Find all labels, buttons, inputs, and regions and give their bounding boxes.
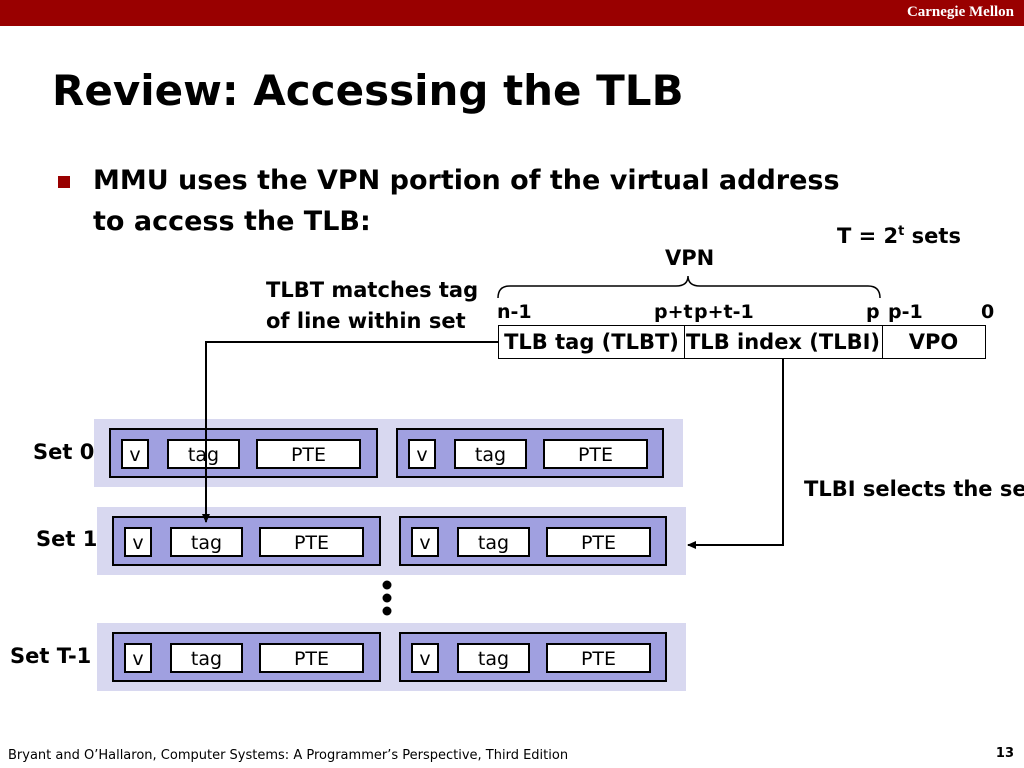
ellipsis-dot xyxy=(382,593,392,603)
tlbt-match-label-1: TLBT matches tag xyxy=(266,278,479,302)
tlb-line: v tag PTE xyxy=(112,516,381,566)
sets-count-base: T = 2 xyxy=(837,224,899,248)
valid-bit: v xyxy=(411,643,439,673)
vpo-field: VPO xyxy=(908,330,959,354)
tag-field: tag xyxy=(167,439,240,469)
valid-bit: v xyxy=(124,643,152,673)
tlbi-arrow xyxy=(687,359,784,549)
pte-field: PTE xyxy=(259,643,364,673)
bit-label-p: p xyxy=(866,301,880,323)
valid-bit: v xyxy=(411,527,439,557)
set-label-0: Set 0 xyxy=(33,440,95,464)
set-label-1: Set 1 xyxy=(36,527,98,551)
tlb-line: v tag PTE xyxy=(396,428,664,478)
tag-field: tag xyxy=(170,527,243,557)
bit-label-0: 0 xyxy=(981,301,995,323)
bullet-square-icon xyxy=(58,176,70,188)
tlbi-select-label: TLBI selects the set xyxy=(804,477,1024,501)
vpn-brace xyxy=(497,275,881,299)
bullet-text: MMU uses the VPN portion of the virtual … xyxy=(93,165,840,237)
pte-field: PTE xyxy=(543,439,648,469)
tlbt-field: TLB tag (TLBT) xyxy=(499,326,685,358)
tlbt-arrow xyxy=(202,341,498,523)
tlb-line: v tag PTE xyxy=(109,428,378,478)
pte-field: PTE xyxy=(546,527,651,557)
tag-field: tag xyxy=(457,527,530,557)
set-label-t-1: Set T-1 xyxy=(10,644,92,668)
valid-bit: v xyxy=(408,439,436,469)
page-number: 13 xyxy=(995,746,1014,761)
bit-label-p-plus-t: p+t xyxy=(654,301,693,323)
sets-count-exponent: t xyxy=(898,224,905,239)
sets-count-suffix: sets xyxy=(904,224,961,248)
tlbt-match-label-2: of line within set xyxy=(266,309,466,333)
ellipsis-dot xyxy=(382,580,392,590)
brand-label: Carnegie Mellon xyxy=(906,4,1014,20)
bit-label-p-1: p-1 xyxy=(888,301,923,323)
tag-field: tag xyxy=(170,643,243,673)
valid-bit: v xyxy=(121,439,149,469)
tag-field: tag xyxy=(454,439,527,469)
pte-field: PTE xyxy=(256,439,361,469)
bit-label-n-1: n-1 xyxy=(497,301,532,323)
sets-count-label: T = 2t sets xyxy=(837,224,961,248)
tag-field: tag xyxy=(457,643,530,673)
valid-bit: v xyxy=(124,527,152,557)
tlb-line: v tag PTE xyxy=(112,632,381,682)
header-bar: Carnegie Mellon xyxy=(0,0,1024,26)
footer-citation: Bryant and O’Hallaron, Computer Systems:… xyxy=(8,748,569,763)
slide-title: Review: Accessing the TLB xyxy=(52,66,684,115)
tlbi-field: TLB index (TLBI) xyxy=(684,326,883,358)
ellipsis-dot xyxy=(382,606,392,616)
pte-field: PTE xyxy=(259,527,364,557)
bit-label-p-plus-t-1: p+t-1 xyxy=(694,301,754,323)
tlb-line: v tag PTE xyxy=(399,516,667,566)
pte-field: PTE xyxy=(546,643,651,673)
vpn-label: VPN xyxy=(665,246,715,270)
tlb-line: v tag PTE xyxy=(399,632,667,682)
virtual-address: TLB tag (TLBT) TLB index (TLBI) VPO xyxy=(498,325,986,359)
